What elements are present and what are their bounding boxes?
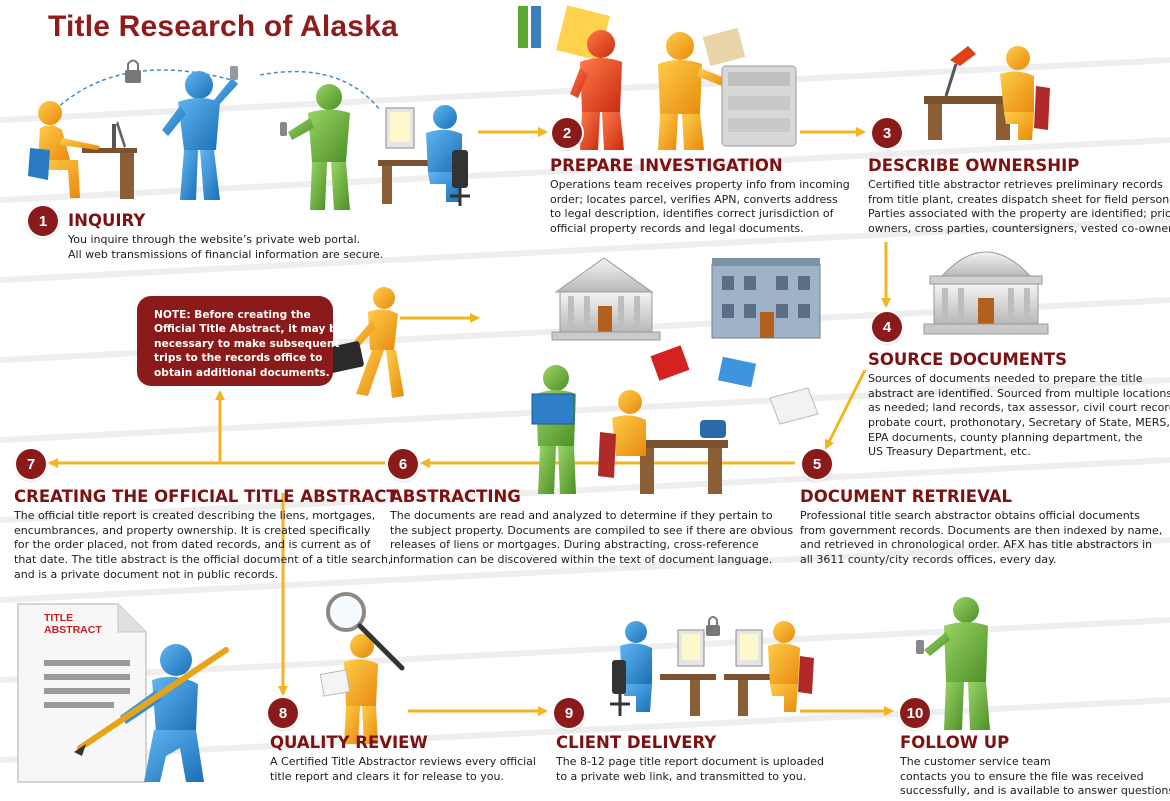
scene-describe [924,46,1050,140]
step-badge-6: 6 [388,449,418,479]
document-label-line: TITLE [44,612,74,624]
scene-records-buildings [551,257,821,425]
step-heading: DESCRIBE OWNERSHIP [868,156,1080,175]
step-badge-4: 4 [872,312,902,342]
note-line: obtain additional documents. [154,366,330,379]
step-describe-ownership: DESCRIBE OWNERSHIP Certified title abstr… [868,156,1170,237]
step-description: You inquire through the website’s privat… [68,233,384,261]
step-heading: QUALITY REVIEW [270,733,428,752]
document-label-line: ABSTRACT [44,624,102,636]
step-abstracting: ABSTRACTING The documents are read and a… [390,487,794,568]
scene-followup [916,597,990,730]
title-abstract-document-label: TITLE ABSTRACT [44,612,102,636]
step-heading: DOCUMENT RETRIEVAL [800,487,1013,506]
step-badge-1: 1 [28,206,58,236]
scene-abstracting [531,365,728,494]
step-creating-title-abstract: CREATING THE OFFICIAL TITLE ABSTRACT The… [14,487,398,582]
note-line: trips to the records office to [154,352,323,365]
step-badge-7: 7 [16,449,46,479]
step-description: Professional title search abstractor obt… [800,509,1163,566]
note-line: NOTE: Before creating the [154,309,311,321]
step-description: The official title report is created des… [14,509,392,581]
step-heading: CLIENT DELIVERY [556,733,717,752]
step-client-delivery: CLIENT DELIVERY The 8-12 page title repo… [556,733,824,784]
step-description: The documents are read and analyzed to d… [390,509,794,566]
step-source-documents: SOURCE DOCUMENTS Sources of documents ne… [868,350,1170,460]
scene-source [923,251,1049,335]
step-heading: FOLLOW UP [900,733,1010,752]
scene-prepare [518,5,797,150]
step-heading: SOURCE DOCUMENTS [868,350,1068,369]
step-heading: PREPARE INVESTIGATION [550,156,783,175]
step-badge-9: 9 [554,698,584,728]
arrow-4-to-5 [824,369,867,450]
step-heading: ABSTRACTING [390,487,521,506]
note-line: Official Title Abstract, it may be [154,323,344,336]
step-description: A Certified Title Abstractor reviews eve… [270,755,536,783]
step-description: Sources of documents needed to prepare t… [868,372,1170,459]
step-badge-8: 8 [268,698,298,728]
step-description: The 8-12 page title report document is u… [556,755,824,783]
step-document-retrieval: DOCUMENT RETRIEVAL Professional title se… [800,487,1163,568]
note-line: necessary to make subsequent [154,337,340,350]
scene-delivery [610,616,814,716]
step-heading: INQUIRY [68,211,146,230]
step-badge-2: 2 [552,118,582,148]
step-badge-5: 5 [802,449,832,479]
scene-quality [319,592,405,744]
scene-courier [326,287,404,398]
note-box: NOTE: Before creating the Official Title… [137,296,344,386]
step-inquiry: INQUIRY You inquire through the website’… [68,211,384,262]
step-heading: CREATING THE OFFICIAL TITLE ABSTRACT [14,487,398,506]
scene-inquiry [28,59,470,210]
step-quality-review: QUALITY REVIEW A Certified Title Abstrac… [270,733,536,784]
step-prepare-investigation: PREPARE INVESTIGATION Operations team re… [550,156,850,237]
step-badge-10: 10 [900,698,930,728]
page-title: Title Research of Alaska [48,10,398,43]
step-badge-3: 3 [872,118,902,148]
step-description: Certified title abstractor retrieves pre… [868,178,1170,235]
scene-creating [17,603,229,783]
step-description: Operations team receives property info f… [550,178,850,235]
